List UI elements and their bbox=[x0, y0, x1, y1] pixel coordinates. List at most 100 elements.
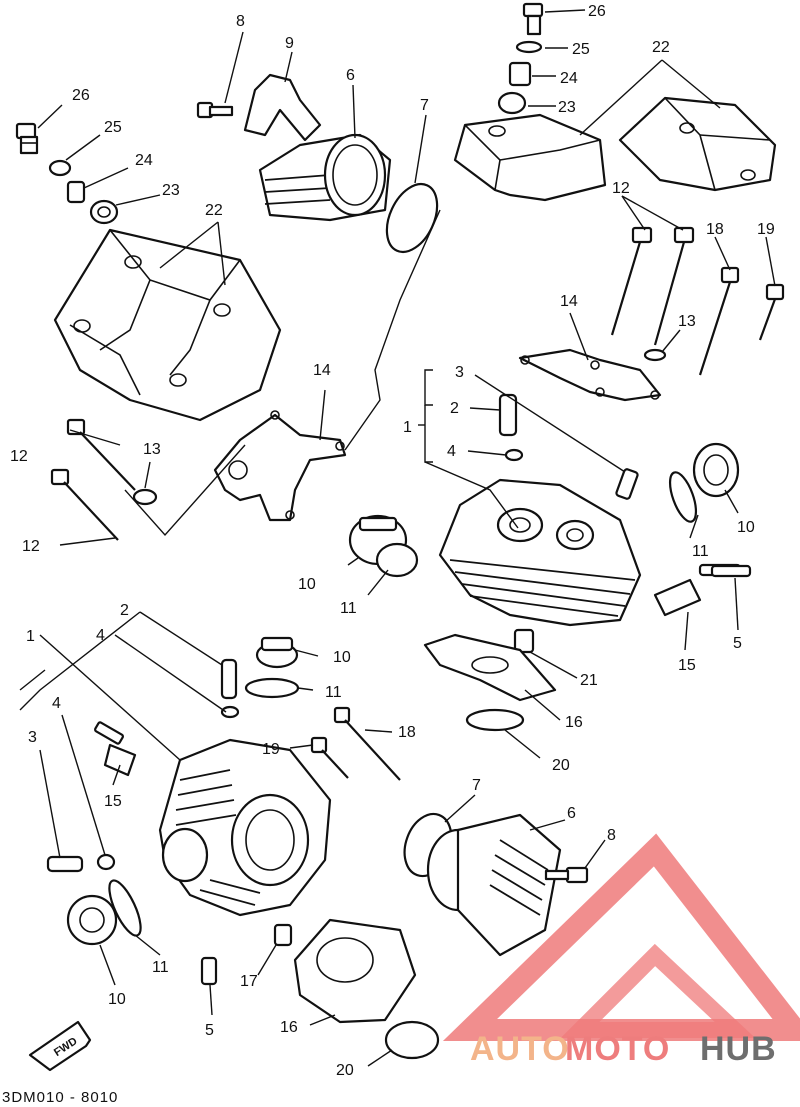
plug-10-front bbox=[692, 442, 740, 498]
callout-23-right: 23 bbox=[558, 99, 576, 116]
callout-3-front: 3 bbox=[455, 364, 464, 381]
grommet-23-left bbox=[89, 199, 119, 225]
head-cover-22-right-b bbox=[618, 96, 777, 192]
callout-12-left-a: 12 bbox=[10, 448, 28, 465]
washer-13-right bbox=[643, 348, 667, 362]
callout-15-rear: 15 bbox=[104, 793, 122, 810]
callout-2-front: 2 bbox=[450, 400, 459, 417]
clip-4-rear bbox=[220, 705, 240, 719]
o-ring-11-front bbox=[668, 471, 698, 523]
callout-22-left: 22 bbox=[205, 202, 223, 219]
clip-4-front bbox=[504, 448, 524, 462]
callout-12-right: 12 bbox=[612, 180, 630, 197]
bolt-8-bottom bbox=[544, 866, 589, 884]
callout-10-middle: 10 bbox=[298, 576, 316, 593]
callout-8-bottom: 8 bbox=[607, 827, 616, 844]
plug-10-rear-bottom bbox=[66, 894, 118, 946]
callout-5-front: 5 bbox=[733, 635, 742, 652]
intake-joint-6-top bbox=[258, 133, 392, 222]
callout-4-front: 4 bbox=[447, 443, 456, 460]
callout-24-right: 24 bbox=[560, 70, 578, 87]
callout-12-left-b: 12 bbox=[22, 538, 40, 555]
callout-14-right: 14 bbox=[560, 293, 578, 310]
bracket-14-right bbox=[518, 348, 662, 402]
callout-25-left: 25 bbox=[104, 119, 122, 136]
washer-13-left bbox=[132, 488, 158, 506]
callout-10-rear-bottom: 10 bbox=[108, 991, 126, 1008]
clip-4-rear-b bbox=[96, 853, 116, 871]
collar-24-right bbox=[508, 61, 532, 87]
callout-25-right: 25 bbox=[572, 41, 590, 58]
head-cover-22-left bbox=[53, 228, 282, 422]
intake-joint-6-bottom bbox=[426, 813, 562, 957]
stud-3-rear bbox=[46, 855, 84, 873]
callout-4-rear: 4 bbox=[96, 627, 105, 644]
callout-26-left: 26 bbox=[72, 87, 90, 104]
callout-20-rear: 20 bbox=[336, 1062, 354, 1079]
plug-10-rear-top bbox=[255, 636, 299, 669]
gasket-16-front bbox=[423, 633, 557, 702]
bolt-18-left bbox=[333, 706, 401, 781]
valve-guide-2-rear bbox=[220, 658, 238, 700]
bolt-8-top bbox=[196, 101, 234, 119]
washer-25-left bbox=[48, 159, 72, 177]
callout-9: 9 bbox=[285, 35, 294, 52]
callout-17: 17 bbox=[240, 973, 258, 990]
bracket-14-left bbox=[213, 410, 347, 522]
callout-10-rear-top: 10 bbox=[333, 649, 351, 666]
bolt-19-left bbox=[310, 736, 349, 779]
head-cover-22-right-a bbox=[453, 113, 607, 202]
grommet-23-right bbox=[497, 91, 527, 115]
o-ring-11-rear-bottom bbox=[108, 879, 142, 937]
callout-22-right: 22 bbox=[652, 39, 670, 56]
leader-lines bbox=[19, 9, 776, 1067]
bolt-18-right bbox=[698, 266, 740, 376]
callout-18-right: 18 bbox=[706, 221, 724, 238]
callout-1-front: 1 bbox=[403, 419, 412, 436]
callout-18-left: 18 bbox=[398, 724, 416, 741]
valve-guide-2-front bbox=[498, 393, 518, 437]
bolt-12-right-b bbox=[653, 226, 695, 346]
callout-13-right: 13 bbox=[678, 313, 696, 330]
callout-21: 21 bbox=[580, 672, 598, 689]
callout-23-left: 23 bbox=[162, 182, 180, 199]
plug-10-middle bbox=[348, 514, 419, 578]
callout-6-top: 6 bbox=[346, 67, 355, 84]
clamp-9-top bbox=[243, 73, 322, 142]
cylinder-head-1-front bbox=[438, 478, 642, 627]
collar-24-left bbox=[66, 180, 86, 204]
callout-14-left: 14 bbox=[313, 362, 331, 379]
callout-13-left: 13 bbox=[143, 441, 161, 458]
callout-20-front: 20 bbox=[552, 757, 570, 774]
callout-16-rear: 16 bbox=[280, 1019, 298, 1036]
watermark-text-moto: MOTO bbox=[565, 1030, 670, 1068]
bolt-12-left-b bbox=[50, 468, 119, 541]
callout-2-rear: 2 bbox=[120, 602, 129, 619]
callout-8-top: 8 bbox=[236, 13, 245, 30]
callout-15-front: 15 bbox=[678, 657, 696, 674]
callout-19-right: 19 bbox=[757, 221, 775, 238]
o-ring-20-front bbox=[465, 708, 525, 732]
bolt-26-right bbox=[522, 2, 544, 36]
watermark-logo: AUTO MOTO HUB bbox=[442, 833, 800, 1068]
callout-5-rear: 5 bbox=[205, 1022, 214, 1039]
callout-1-rear: 1 bbox=[26, 628, 35, 645]
stud-3-front bbox=[615, 468, 639, 500]
callout-10-front: 10 bbox=[737, 519, 755, 536]
dowel-17 bbox=[273, 923, 293, 947]
watermark-text-hub: HUB bbox=[700, 1030, 777, 1068]
callout-labels: 26 25 24 23 22 8 9 6 7 26 25 24 23 22 12… bbox=[10, 3, 775, 1079]
callout-7-bottom: 7 bbox=[472, 777, 481, 794]
stud-5-rear bbox=[200, 956, 218, 986]
washer-25-right bbox=[515, 40, 543, 54]
bolt-12-right-a bbox=[610, 226, 653, 336]
callout-6-bottom: 6 bbox=[567, 805, 576, 822]
watermark-text-auto: AUTO bbox=[470, 1030, 570, 1068]
callout-16-front: 16 bbox=[565, 714, 583, 731]
cylinder-head-1-rear bbox=[158, 738, 332, 917]
callout-3-rear: 3 bbox=[28, 729, 37, 746]
callout-11-rear-top: 11 bbox=[325, 684, 342, 701]
spark-plug-15-rear bbox=[94, 721, 137, 777]
dowel-21 bbox=[513, 628, 535, 654]
